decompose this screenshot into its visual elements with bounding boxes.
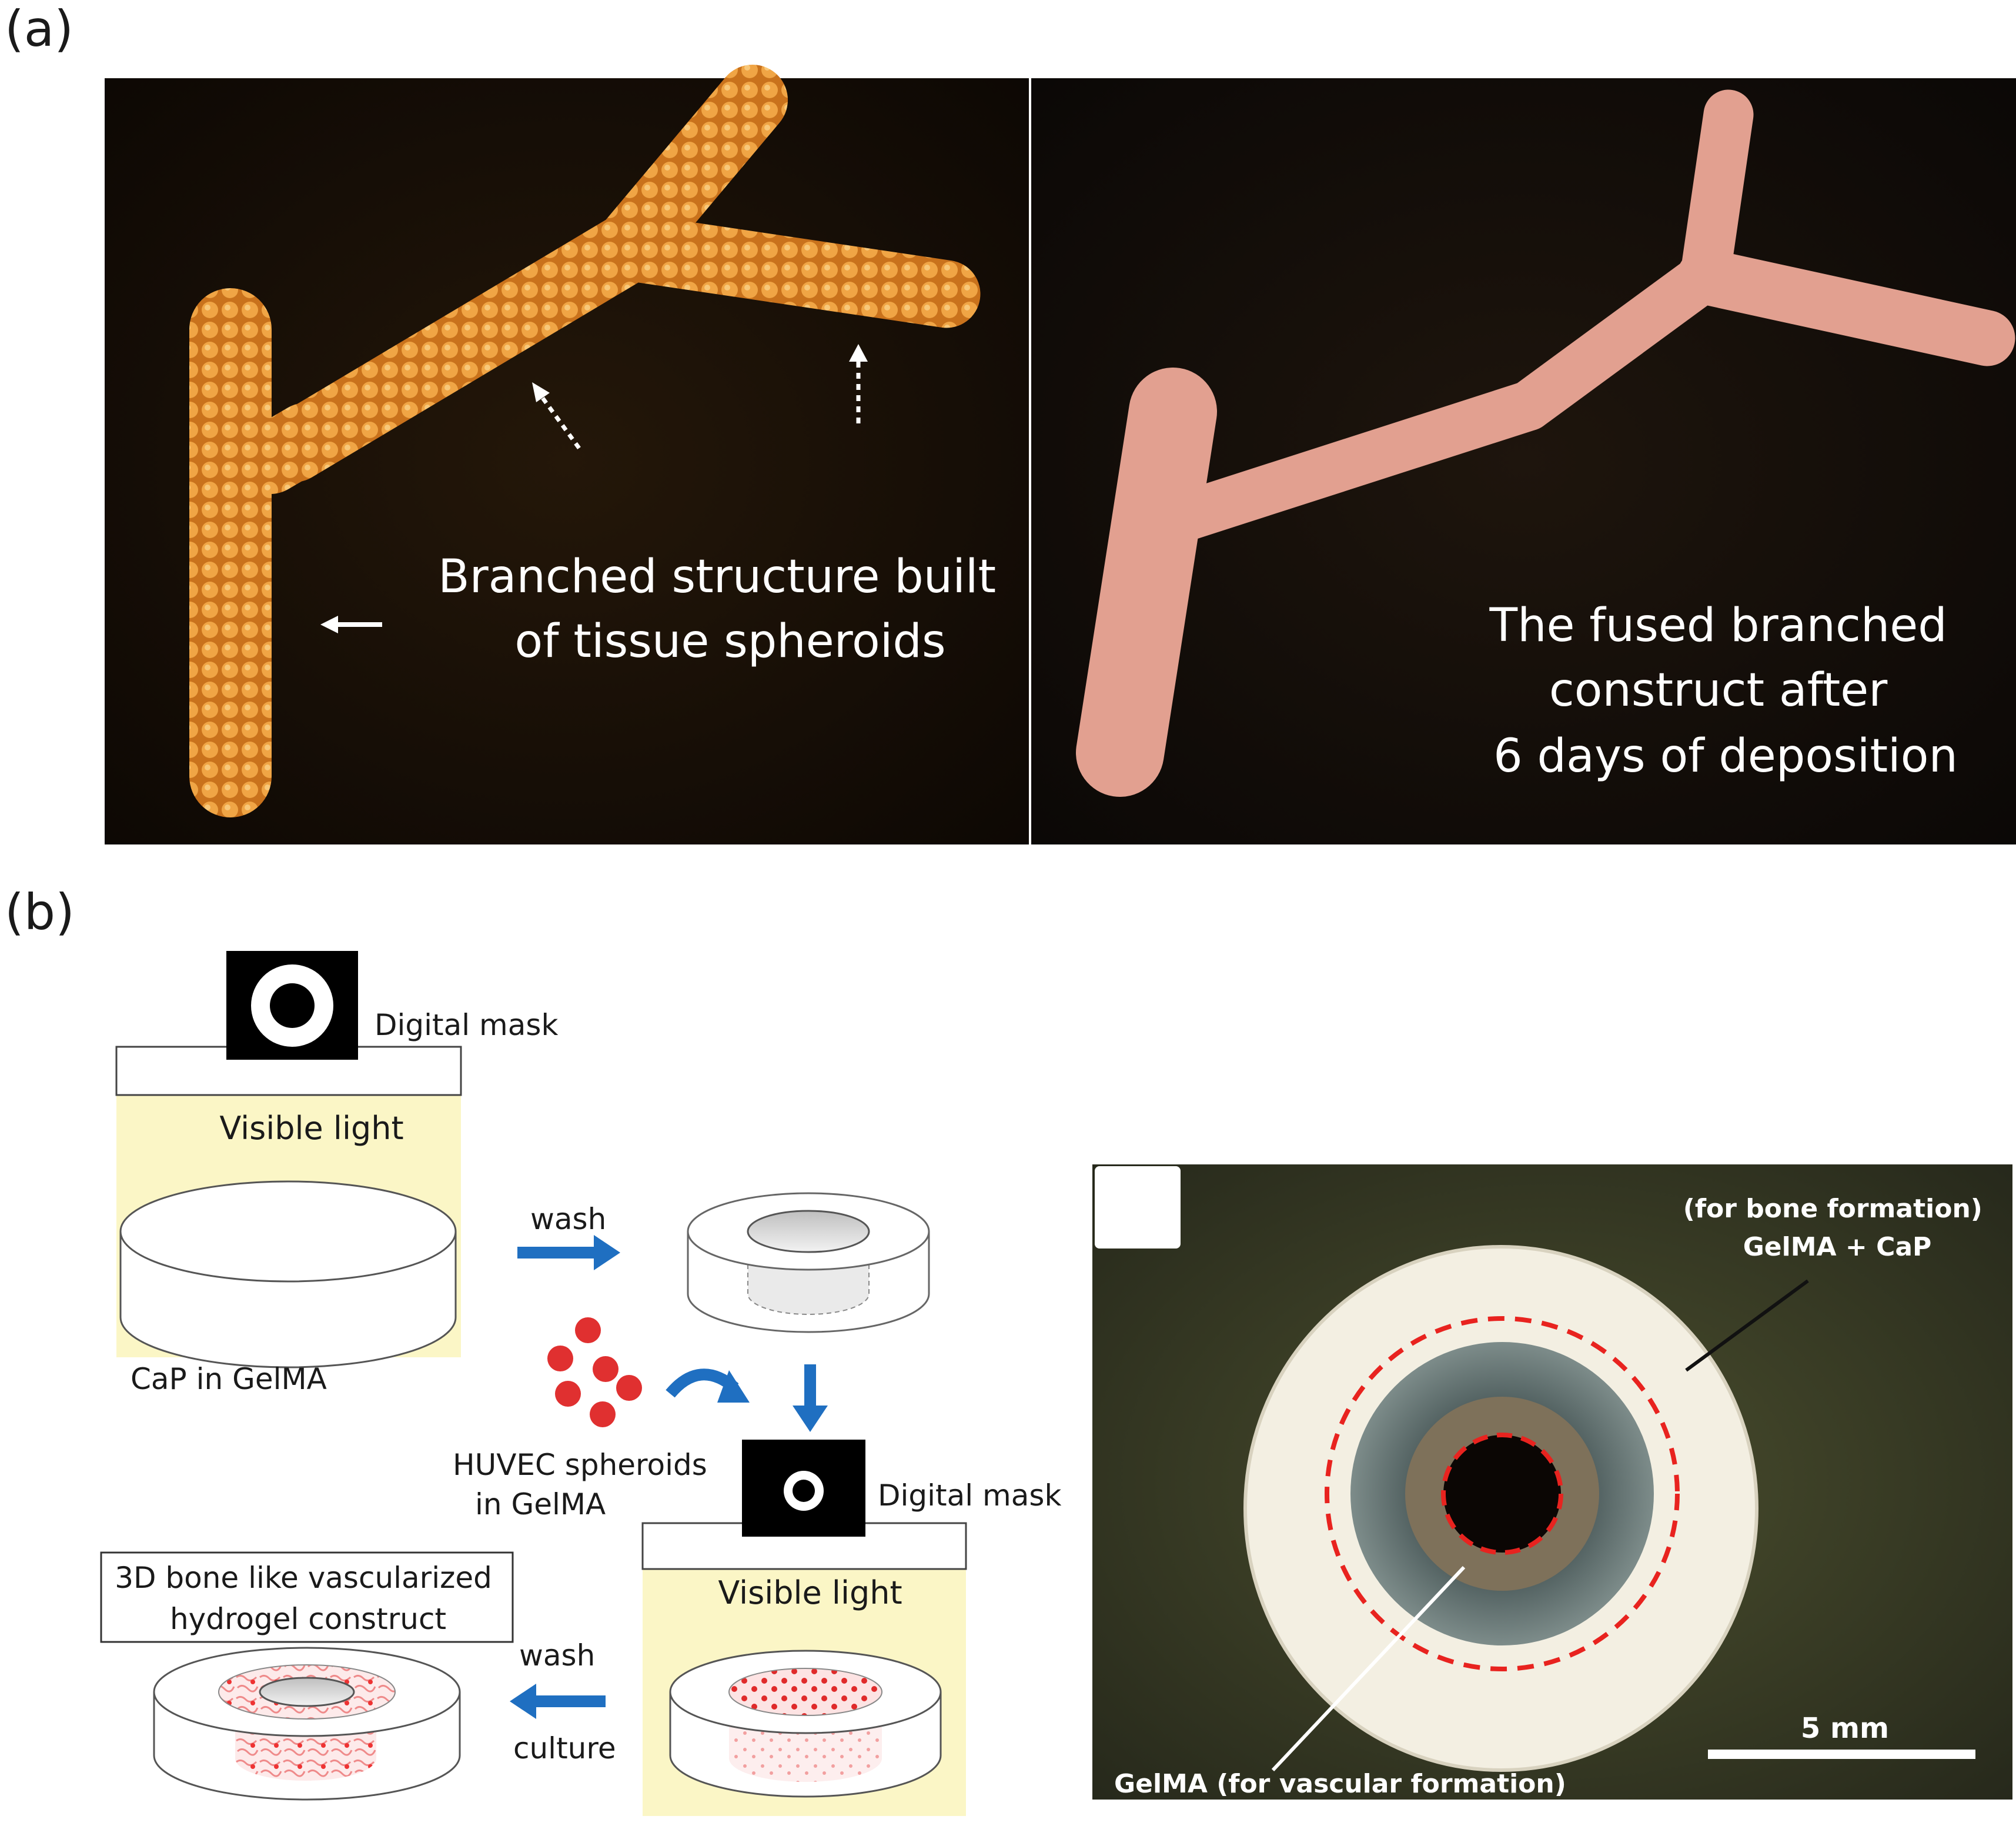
cap-gelma-label: CaP in GelMA: [131, 1362, 327, 1396]
cap-gelma-disc-top: [119, 1180, 457, 1283]
scale-bar-label: 5 mm: [1801, 1712, 1889, 1745]
outer-dashed-boundary: [1325, 1316, 1680, 1671]
washed-ring-disc: [687, 1192, 930, 1333]
bottom-mask-hole: [793, 1480, 815, 1502]
construct-label-box: [100, 1551, 514, 1643]
lumen-hole: [1443, 1435, 1561, 1553]
white-arrow-dotted-diagonal: [532, 382, 581, 450]
wash-label-bottom: wash: [519, 1638, 595, 1673]
construct-photo: (for bone formation) GelMA + CaP GelMA (…: [1092, 1164, 2012, 1800]
wash-label-top: wash: [530, 1202, 606, 1236]
panel-b-label: (b): [5, 883, 75, 941]
right-caption-line-1: The fused branched: [1489, 599, 1947, 652]
panel-a-label: (a): [5, 0, 73, 58]
construct-label: 3D bone like vascularized hydrogel const…: [115, 1561, 502, 1636]
construct-label-line-2: hydrogel construct: [170, 1602, 446, 1636]
bottom-mask-label: Digital mask: [878, 1478, 1061, 1513]
top-mask-hole: [270, 983, 315, 1028]
spheroid-branch-structure: [189, 65, 981, 817]
huvec-label-line-2: in GelMA: [475, 1487, 606, 1521]
wash-culture-arrow: wash culture: [510, 1638, 616, 1765]
right-caption-line-2: construct after: [1549, 664, 1888, 717]
huvec-label-line-1: HUVEC spheroids: [453, 1448, 707, 1482]
white-arrow-solid: [320, 616, 382, 633]
bottom-disc-dotted-core: [728, 1668, 882, 1716]
top-light-label: Visible light: [219, 1110, 403, 1147]
scale-bar: [1708, 1750, 1975, 1759]
white-arrow-dotted-vertical: [849, 344, 868, 423]
ring-hole: [747, 1210, 870, 1253]
left-caption-line-1: Branched structure built: [438, 550, 996, 603]
bottom-light-label: Visible light: [718, 1574, 902, 1611]
left-photo-caption: Branched structure built of tissue spher…: [438, 550, 1011, 668]
bone-pointer-line: [1685, 1279, 1809, 1372]
wash-arrow-top: wash: [517, 1202, 620, 1270]
right-caption-line-3: 6 days of deposition: [1493, 730, 1958, 783]
photo-corner-box: [1095, 1166, 1181, 1249]
construct-label-line-1: 3D bone like vascularized: [115, 1561, 492, 1595]
construct-hole: [259, 1677, 355, 1707]
culture-label: culture: [513, 1731, 616, 1765]
left-caption-line-2: of tissue spheroids: [514, 615, 945, 668]
left-photo: Branched structure built of tissue spher…: [105, 65, 1029, 844]
vascular-pointer-line: [1271, 1565, 1466, 1772]
right-photo: The fused branched construct after 6 day…: [1031, 78, 2016, 844]
down-arrow: [793, 1364, 828, 1432]
huvec-spheroids: [547, 1317, 642, 1427]
bone-label: (for bone formation) GelMA + CaP: [1683, 1194, 1991, 1262]
huvec-label: HUVEC spheroids in GelMA: [453, 1448, 717, 1521]
fused-branch-construct: [1076, 89, 2015, 797]
final-construct: 3D bone like vascularized hydrogel const…: [100, 1551, 514, 1801]
step-2-schematic: Digital mask Visible light: [641, 1440, 1061, 1816]
vascular-label: GelMA (for vascular formation): [1114, 1769, 1566, 1799]
right-photo-caption: The fused branched construct after 6 day…: [1489, 599, 1961, 783]
bone-label-line-2: GelMA + CaP: [1743, 1232, 1932, 1262]
bone-label-line-1: (for bone formation): [1683, 1194, 1982, 1224]
inner-dashed-boundary: [1441, 1433, 1563, 1555]
top-mask-label: Digital mask: [375, 1008, 558, 1042]
step-1-schematic: Digital mask Visible light CaP in GelMA: [115, 951, 558, 1396]
